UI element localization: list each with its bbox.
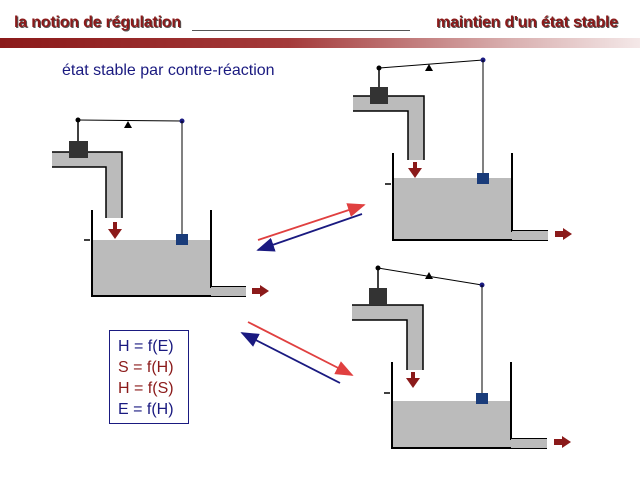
main-outflow-arrow <box>260 285 269 297</box>
slide-subtitle: état stable par contre-réaction <box>62 62 275 79</box>
arrow-from-high-state <box>256 213 363 252</box>
low-inlet-pipe <box>352 305 423 370</box>
low-inflow-arrow <box>406 378 420 388</box>
arrow-to-low-state <box>247 321 354 376</box>
header-right-title: maintien d'un état stable <box>436 14 618 31</box>
main-pivot <box>124 121 132 128</box>
main-valve <box>69 141 88 158</box>
arrow-to-high-state <box>257 203 366 241</box>
equation-h-s: H = f(S) <box>118 380 174 397</box>
high-inflow-arrow <box>408 168 422 178</box>
main-tank-water <box>92 240 211 295</box>
low-tank-water <box>392 401 511 448</box>
low-valve <box>369 288 387 305</box>
low-outflow-arrow <box>562 436 571 448</box>
high-pivot <box>425 64 433 71</box>
equation-h-e: H = f(E) <box>118 338 174 355</box>
main-outlet-pipe <box>211 287 246 296</box>
high-inlet-pipe <box>353 96 424 160</box>
low-level-system <box>352 265 571 449</box>
header-left-title: la notion de régulation <box>14 14 181 31</box>
main-float <box>176 234 188 245</box>
arrow-from-low-state <box>240 332 341 384</box>
main-system <box>52 117 269 297</box>
equation-s-h: S = f(H) <box>118 359 174 376</box>
high-outflow-arrow <box>563 228 572 240</box>
high-valve <box>370 87 388 104</box>
high-tank-water <box>393 178 512 240</box>
low-float <box>476 393 488 404</box>
header-divider-line <box>192 30 410 31</box>
main-inlet-pipe <box>52 152 122 218</box>
equation-e-h: E = f(H) <box>118 401 174 418</box>
main-inflow-arrow <box>108 229 122 239</box>
header-gradient-bar <box>0 38 640 48</box>
equations-box: H = f(E) S = f(H) H = f(S) E = f(H) <box>109 330 189 424</box>
low-pivot <box>425 272 433 279</box>
high-float <box>477 173 489 184</box>
main-lever <box>77 119 183 122</box>
high-level-system <box>353 57 572 241</box>
high-lever <box>378 59 484 69</box>
